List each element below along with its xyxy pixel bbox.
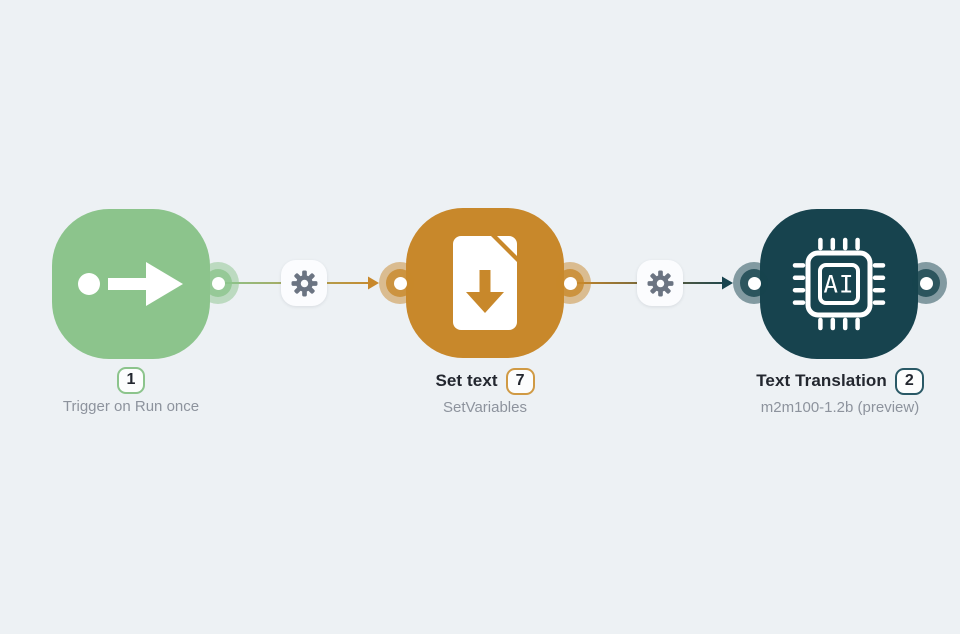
edge-settings-button[interactable] — [281, 260, 327, 306]
node-subtitle: Trigger on Run once — [62, 397, 200, 415]
edge-arrowhead-icon — [722, 276, 733, 290]
node-subtitle: SetVariables — [443, 398, 527, 416]
node-title: Set text — [435, 371, 498, 391]
output-port-trigger[interactable] — [204, 269, 232, 297]
gear-icon — [647, 270, 673, 296]
node-label-text-translation: Text Translation 2 m2m100-1.2b (preview) — [710, 368, 960, 416]
node-count-badge: 2 — [894, 368, 924, 395]
port-core — [563, 276, 577, 290]
chip-ai-text: AI — [824, 271, 855, 299]
edge-arrowhead-icon — [368, 276, 379, 290]
ai-chip-icon: AI — [792, 237, 886, 331]
node-set-text[interactable] — [406, 208, 564, 358]
node-title: Text Translation — [756, 371, 887, 391]
output-port-text-translation[interactable] — [912, 269, 940, 297]
port-core — [393, 276, 407, 290]
node-text-translation[interactable]: AI — [760, 209, 918, 359]
input-port-text-translation[interactable] — [740, 269, 768, 297]
port-core — [211, 276, 225, 290]
file-download-icon — [453, 236, 517, 330]
node-subtitle: m2m100-1.2b (preview) — [760, 398, 920, 416]
node-label-set-text: Set text 7 SetVariables — [355, 368, 615, 416]
node-count-badge: 1 — [116, 367, 146, 394]
gear-icon — [291, 270, 317, 296]
input-port-set-text[interactable] — [386, 269, 414, 297]
node-label-trigger: 1 Trigger on Run once — [1, 367, 261, 415]
edge-settings-button[interactable] — [637, 260, 683, 306]
node-count-badge: 7 — [505, 368, 535, 395]
run-trigger-arrow-icon — [78, 262, 183, 306]
node-trigger-on-run-once[interactable] — [52, 209, 210, 359]
port-core — [919, 276, 933, 290]
port-core — [747, 276, 761, 290]
output-port-set-text[interactable] — [556, 269, 584, 297]
